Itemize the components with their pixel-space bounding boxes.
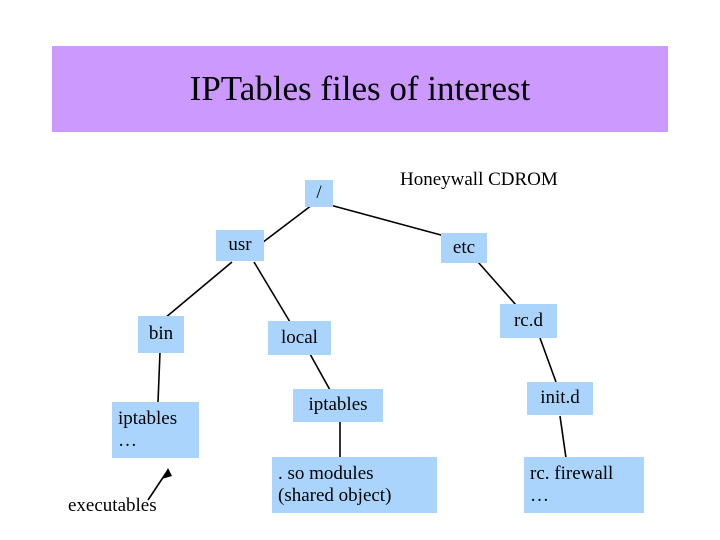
node-init-d: init.d: [527, 382, 593, 415]
node-rc-firewall-line-2: …: [530, 485, 549, 506]
node-rc-d-line-1: rc.d: [513, 309, 543, 331]
node-so-modules: . so modules (shared object): [272, 457, 437, 513]
node-iptables-bin: iptables …: [112, 402, 199, 458]
node-iptables-bin-line-2: …: [118, 430, 137, 451]
node-iptables-local: iptables: [293, 389, 383, 422]
node-etc: etc: [441, 233, 487, 263]
node-root-line-1: /: [316, 182, 322, 204]
node-rc-d: rc.d: [500, 304, 557, 338]
node-usr-line-1: usr: [228, 234, 252, 256]
node-bin: bin: [138, 316, 184, 353]
node-local-line-1: local: [281, 326, 318, 348]
node-rc-firewall: rc. firewall …: [524, 457, 644, 513]
node-local: local: [268, 321, 331, 355]
node-so-modules-line-1: . so modules: [278, 462, 374, 484]
executables-label: executables: [68, 495, 157, 516]
honeywall-cdrom-label: Honeywall CDROM: [400, 169, 558, 190]
node-rc-firewall-line-1: rc. firewall: [530, 462, 614, 484]
page-title: IPTables files of interest: [189, 69, 531, 108]
node-usr: usr: [216, 230, 264, 261]
node-iptables-local-line-1: iptables: [308, 394, 368, 416]
title-band: [52, 46, 668, 132]
node-so-modules-line-2: (shared object): [278, 485, 392, 506]
node-root: /: [305, 180, 333, 207]
node-etc-line-1: etc: [452, 236, 476, 258]
node-bin-line-1: bin: [148, 323, 174, 345]
node-init-d-line-1: init.d: [540, 387, 580, 409]
node-iptables-bin-line-1: iptables: [118, 407, 178, 429]
